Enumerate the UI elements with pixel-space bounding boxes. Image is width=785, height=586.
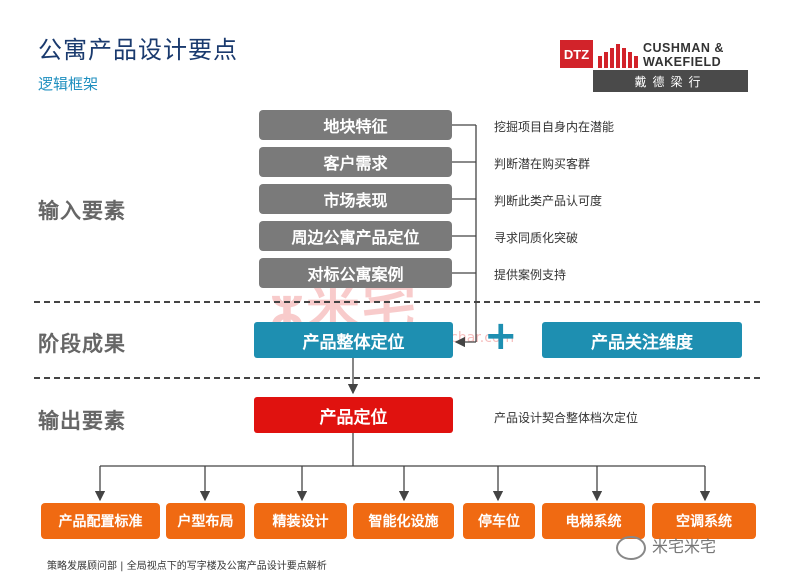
- logo-wordmark: CUSHMAN & WAKEFIELD: [643, 41, 724, 69]
- logo-line-1: CUSHMAN &: [643, 41, 724, 55]
- company-logo: DTZ CUSHMAN & WAKEFIELD 戴德梁行: [560, 40, 748, 96]
- wechat-icon: [616, 535, 646, 560]
- output-item-elevator: 电梯系统: [542, 503, 645, 539]
- section-label-stage: 阶段成果: [38, 332, 126, 356]
- footer-text: 策略发展顾问部 | 全局视点下的写字楼及公寓产品设计要点解析: [47, 561, 327, 572]
- wechat-account-name: 米宅米宅: [652, 537, 717, 556]
- section-label-output: 输出要素: [38, 409, 126, 433]
- input-box-market: 市场表现: [259, 184, 452, 214]
- output-item-parking: 停车位: [463, 503, 535, 539]
- input-note-benchmark: 提供案例支持: [494, 268, 567, 282]
- input-box-customer: 客户需求: [259, 147, 452, 177]
- plus-sign: +: [484, 313, 518, 359]
- page-title: 公寓产品设计要点: [38, 36, 238, 64]
- building-bars-icon: [598, 44, 638, 68]
- output-note: 产品设计契合整体档次定位: [494, 411, 639, 425]
- input-note-site: 挖掘项目自身内在潜能: [494, 120, 615, 134]
- input-box-surrounding: 周边公寓产品定位: [259, 221, 452, 251]
- dtz-logo-mark: DTZ: [560, 40, 593, 68]
- divider-bottom: [34, 377, 760, 379]
- input-note-customer: 判断潜在购买客群: [494, 157, 591, 171]
- output-item-config-standard: 产品配置标准: [41, 503, 160, 539]
- logo-chinese-name: 戴德梁行: [593, 70, 748, 92]
- output-item-smart-facilities: 智能化设施: [353, 503, 454, 539]
- page-subtitle: 逻辑框架: [38, 75, 99, 93]
- divider-top: [34, 301, 760, 303]
- output-product-positioning: 产品定位: [254, 397, 453, 433]
- stage-focus-dimensions: 产品关注维度: [542, 322, 742, 358]
- input-note-market: 判断此类产品认可度: [494, 194, 603, 208]
- output-item-air-conditioning: 空调系统: [652, 503, 756, 539]
- section-label-input: 输入要素: [38, 199, 126, 223]
- wechat-watermark: 米宅米宅: [616, 533, 716, 560]
- stage-overall-positioning: 产品整体定位: [254, 322, 453, 358]
- input-note-surrounding: 寻求同质化突破: [494, 231, 579, 245]
- input-box-site: 地块特征: [259, 110, 452, 140]
- output-item-fitout-design: 精装设计: [254, 503, 347, 539]
- logo-line-2: WAKEFIELD: [643, 55, 722, 69]
- output-item-unit-layout: 户型布局: [166, 503, 245, 539]
- input-box-benchmark: 对标公寓案例: [259, 258, 452, 288]
